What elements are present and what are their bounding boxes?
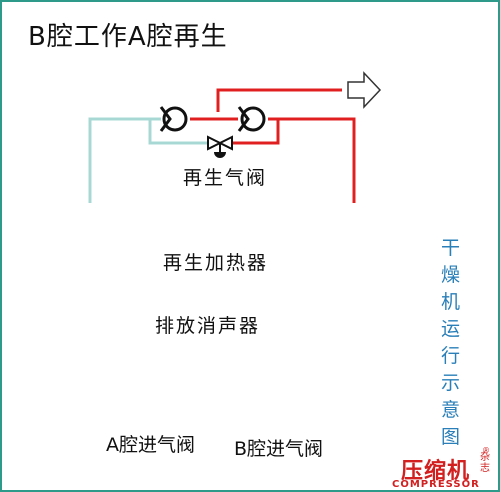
- a-inlet-valve-label: A腔进气阀: [106, 434, 195, 456]
- outlet-arrow-icon: [347, 71, 382, 109]
- muffler-label: 排放消声器: [155, 315, 261, 337]
- cold-pipe-lower: [148, 119, 208, 145]
- check-valve-left-icon: [159, 106, 188, 132]
- regen-valve-icon: [207, 135, 233, 158]
- logo-subtitle: COMPRESSOR: [392, 479, 480, 490]
- regen-valve-label: 再生气阀: [183, 167, 268, 189]
- b-inlet-valve-label: B腔进气阀: [234, 438, 324, 460]
- side-caption: 干燥机运行示意图: [441, 237, 467, 448]
- diagram-title: B腔工作A腔再生: [28, 22, 228, 52]
- hot-pipe-lower: [232, 119, 280, 145]
- cold-pipe: [88, 117, 161, 203]
- check-valve-right-icon: [237, 106, 266, 132]
- logo-text: 压缩机: [401, 459, 471, 484]
- hot-pipe-right: [268, 117, 356, 203]
- registered-mark: ®: [482, 446, 490, 455]
- heater-label: 再生加热器: [163, 252, 269, 274]
- logo-side-text: 杂志: [480, 452, 490, 474]
- hot-pipe-top: [216, 88, 342, 112]
